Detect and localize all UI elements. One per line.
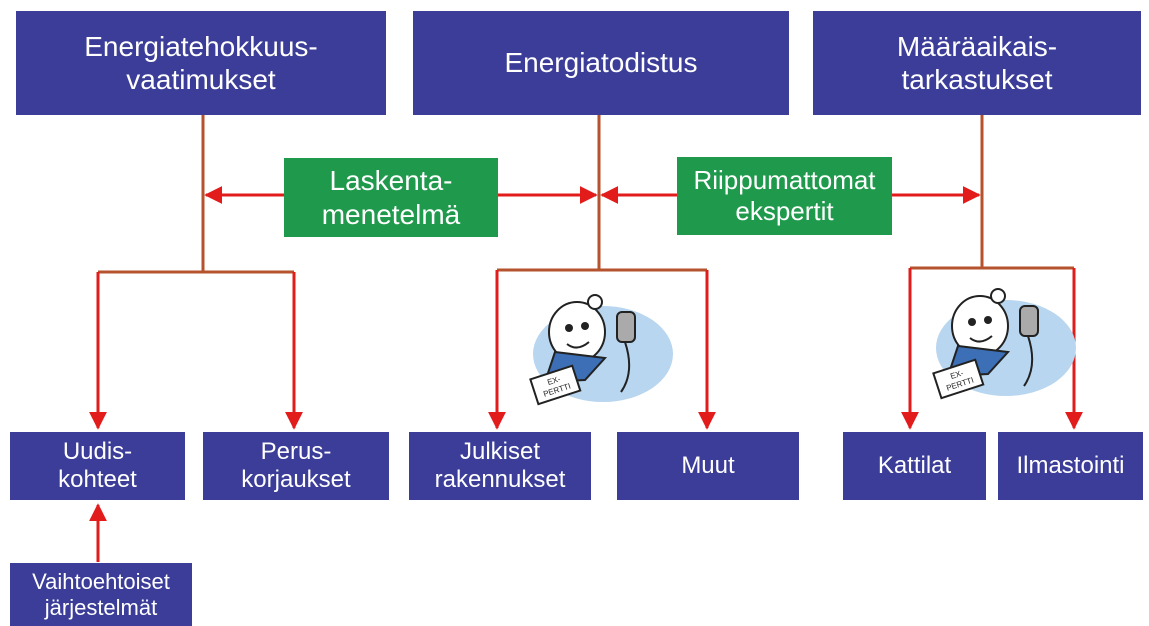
box-public-buildings-line1: Julkiset [459, 437, 541, 465]
box-energy-requirements-line2: vaatimukset [126, 64, 276, 95]
box-boilers: Kattilat [843, 432, 986, 500]
box-new-buildings-line2: kohteet [58, 466, 137, 493]
box-others-label: Muut [681, 451, 735, 479]
box-calculation-method-line2: menetelmä [321, 198, 461, 230]
box-independent-experts-line2: ekspertit [735, 196, 834, 226]
box-energy-certificate: Energiatodistus [413, 11, 789, 115]
box-public-buildings-line2: rakennukset [434, 466, 566, 493]
box-others: Muut [617, 432, 799, 500]
box-energy-certificate-label: Energiatodistus [504, 47, 698, 79]
box-alternative-systems-line2: järjestelmät [44, 594, 158, 620]
red-arrows [89, 186, 1083, 562]
box-periodic-inspections: Määräaikais- tarkastukset [813, 11, 1141, 115]
box-new-buildings-line1: Uudis- [62, 437, 133, 465]
box-calculation-method: Laskenta- menetelmä [284, 158, 498, 237]
box-renovations-line1: Perus- [260, 437, 332, 465]
box-energy-requirements: Energiatehokkuus- vaatimukset [16, 11, 386, 115]
box-ventilation-label: Ilmastointi [1016, 451, 1125, 479]
box-renovations: Perus- korjaukset [203, 432, 389, 500]
box-public-buildings: Julkiset rakennukset [409, 432, 591, 500]
box-independent-experts-line1: Riippumattomat [693, 165, 876, 196]
box-ventilation: Ilmastointi [998, 432, 1143, 500]
structure-lines [98, 115, 1074, 274]
box-energy-requirements-line1: Energiatehokkuus- [84, 30, 318, 62]
box-periodic-inspections-line1: Määräaikais- [896, 30, 1058, 62]
box-independent-experts: Riippumattomat ekspertit [677, 157, 892, 235]
expert-sign-line1: EX- [546, 374, 562, 387]
box-calculation-method-line1: Laskenta- [329, 165, 453, 197]
expert-cartoon-icon: EX- PERTTI [529, 294, 673, 406]
box-alternative-systems-line1: Vaihtoehtoiset [32, 568, 170, 594]
box-boilers-label: Kattilat [877, 451, 952, 479]
box-periodic-inspections-line2: tarkastukset [901, 64, 1053, 95]
box-renovations-line2: korjaukset [241, 466, 351, 493]
box-new-buildings: Uudis- kohteet [10, 432, 185, 500]
expert-cartoon-icon: EX- PERTTI [932, 288, 1076, 400]
box-alternative-systems: Vaihtoehtoiset järjestelmät [10, 563, 192, 626]
expert-sign-line1: EX- [949, 368, 965, 381]
